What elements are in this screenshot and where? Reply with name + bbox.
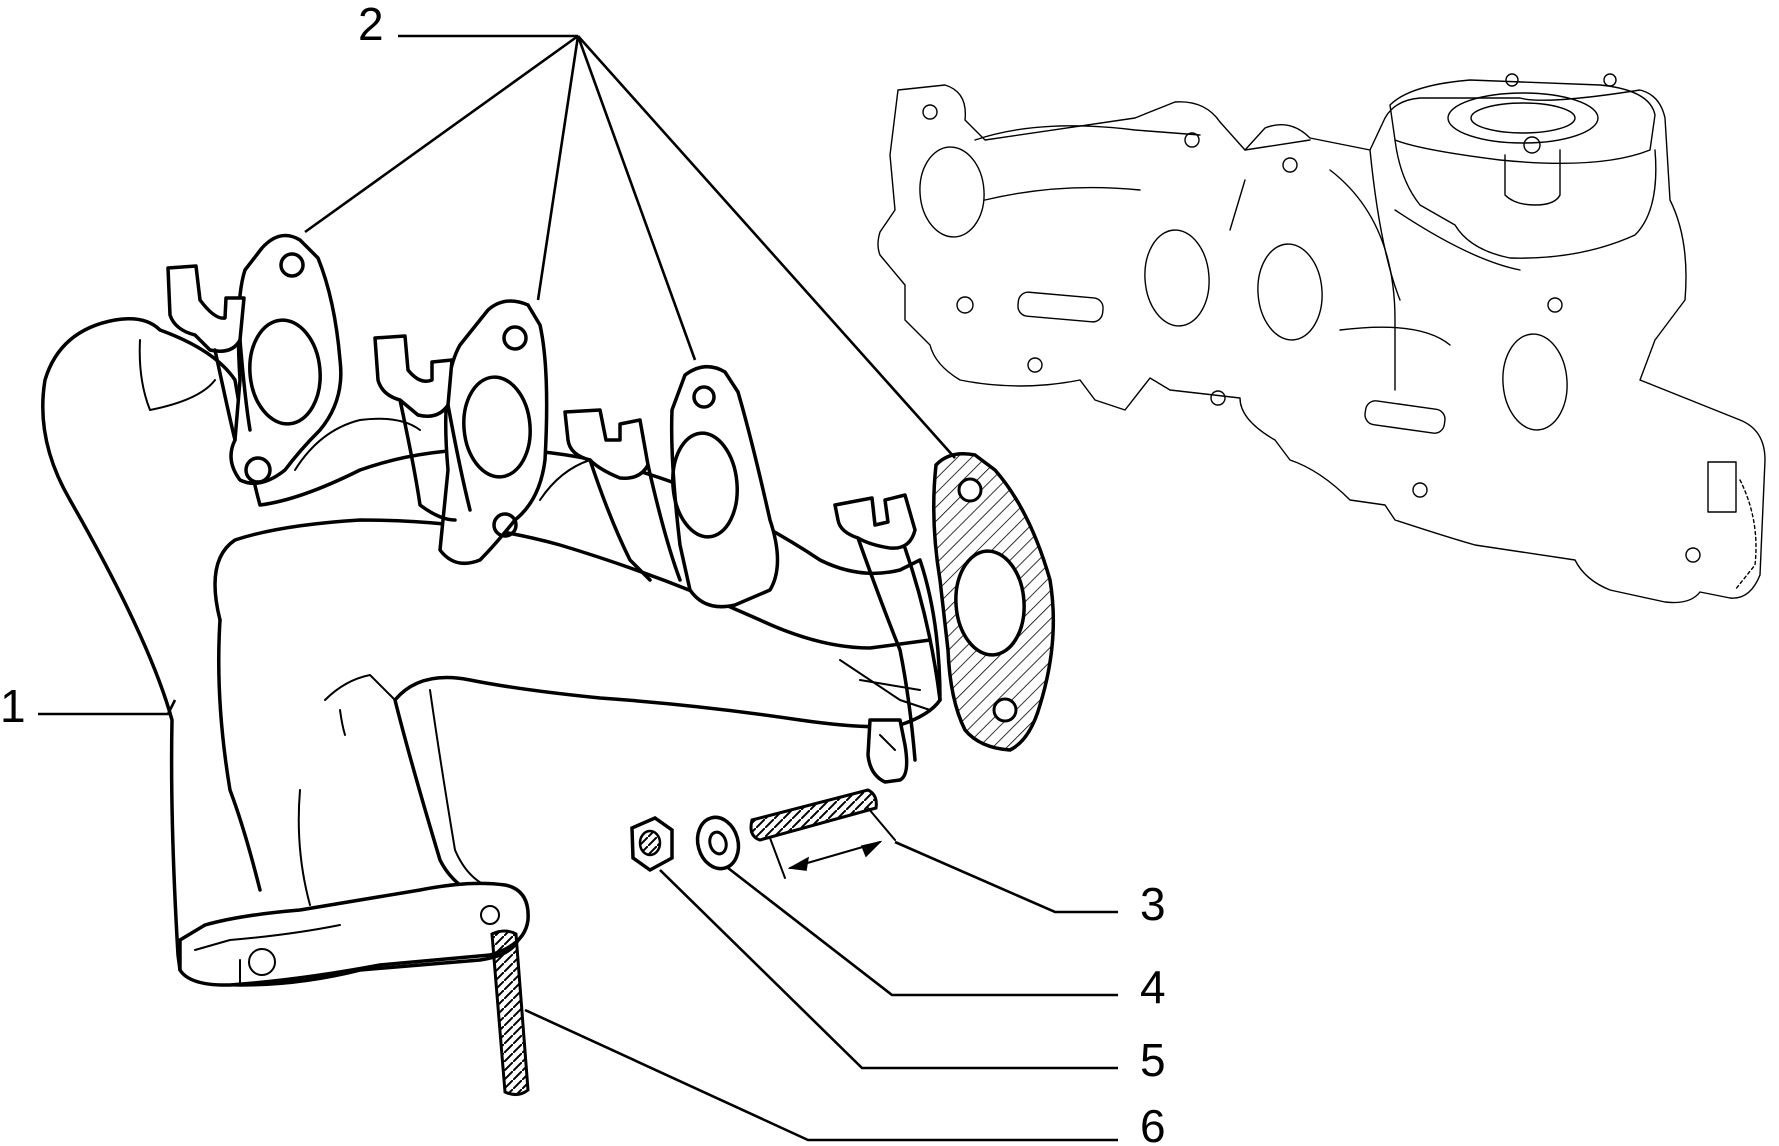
callout-1: 1 <box>0 680 26 732</box>
nut-part-5 <box>630 816 674 873</box>
exhaust-manifold <box>41 233 942 987</box>
callout-2: 2 <box>358 0 384 50</box>
callout-leaders <box>38 34 1118 1142</box>
callout-labels: 1 2 3 4 5 6 <box>0 0 1166 1146</box>
callout-6: 6 <box>1140 1100 1166 1146</box>
callout-5: 5 <box>1140 1034 1166 1086</box>
callout-4: 4 <box>1140 961 1166 1013</box>
washer-part-4 <box>695 815 741 871</box>
callout-3: 3 <box>1140 878 1166 930</box>
stud-part-6 <box>490 929 530 1097</box>
stud-part-3 <box>749 788 896 879</box>
manifold-gasket-end <box>932 452 1056 752</box>
reference-manifold-view <box>877 73 1766 604</box>
